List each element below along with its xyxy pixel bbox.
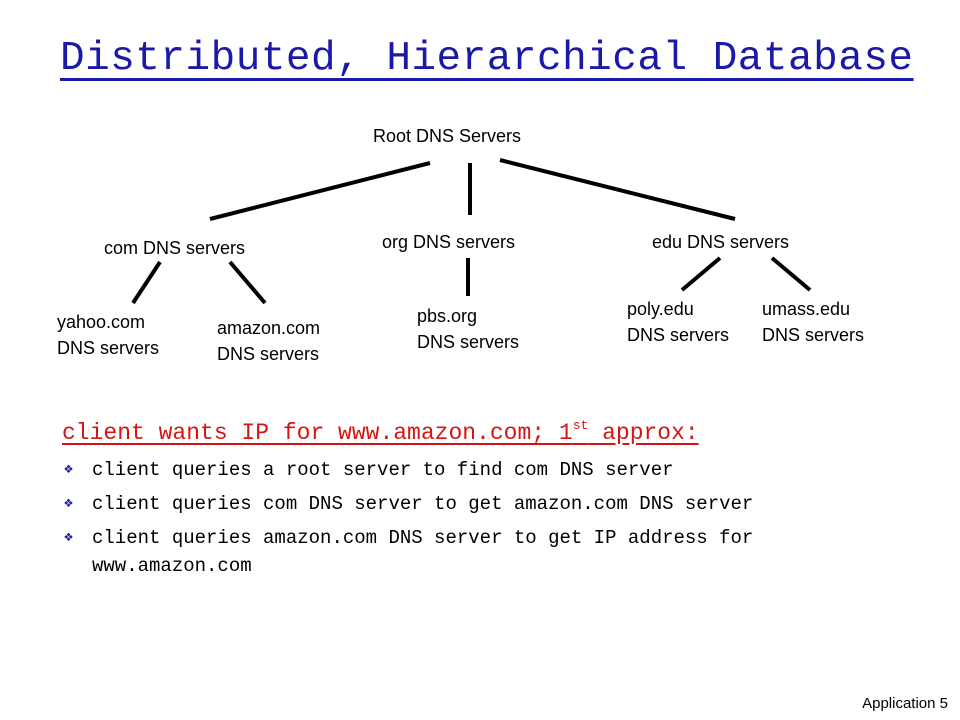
page-number: 5 xyxy=(939,695,948,712)
umass-domain-label: umass.edu xyxy=(762,299,851,319)
org-dns-servers-label: org DNS servers xyxy=(382,232,516,252)
diamond-bullet-icon: ❖ xyxy=(64,461,74,478)
bullet-text: client queries amazon.com DNS server to … xyxy=(92,527,754,577)
slide-title: Distributed, Hierarchical Database xyxy=(60,36,914,82)
poly-servers-label: DNS servers xyxy=(627,325,730,345)
amazon-domain-label: amazon.com xyxy=(217,318,321,338)
com-dns-servers-label: com DNS servers xyxy=(104,238,246,258)
edge-com-yahoo xyxy=(131,260,162,305)
yahoo-dns-servers-node: yahoo.com DNS servers xyxy=(57,309,159,361)
yahoo-domain-label: yahoo.com xyxy=(57,312,146,332)
edu-dns-servers-label: edu DNS servers xyxy=(652,232,790,252)
root-dns-servers-label: Root DNS Servers xyxy=(373,126,522,146)
footer-section: Application xyxy=(862,695,936,712)
query-steps-list: ❖ client queries a root server to find c… xyxy=(62,456,922,586)
poly-domain-label: poly.edu xyxy=(627,299,694,319)
example-heading: client wants IP for www.amazon.com; 1st … xyxy=(62,418,699,446)
example-heading-tail: approx: xyxy=(588,420,699,446)
edge-edu-umass xyxy=(770,256,812,292)
umass-dns-servers-node: umass.edu DNS servers xyxy=(762,296,864,348)
pbs-domain-label: pbs.org xyxy=(417,306,478,326)
pbs-dns-servers-node: pbs.org DNS servers xyxy=(417,303,519,355)
yahoo-servers-label: DNS servers xyxy=(57,338,160,358)
edge-root-com xyxy=(209,161,431,221)
umass-servers-label: DNS servers xyxy=(762,325,865,345)
list-item: ❖ client queries com DNS server to get a… xyxy=(62,490,922,518)
bullet-text: client queries a root server to find com… xyxy=(92,459,674,481)
list-item: ❖ client queries a root server to find c… xyxy=(62,456,922,484)
edge-com-amazon xyxy=(228,260,267,305)
amazon-dns-servers-node: amazon.com DNS servers xyxy=(217,315,320,367)
slide-footer: Application 5 xyxy=(862,695,948,712)
edge-root-edu xyxy=(499,158,736,221)
pbs-servers-label: DNS servers xyxy=(417,332,520,352)
hierarchy-connector-lines xyxy=(131,158,812,305)
bullet-text: client queries com DNS server to get ama… xyxy=(92,493,754,515)
example-heading-text: client wants IP for www.amazon.com; 1 xyxy=(62,420,573,446)
poly-dns-servers-node: poly.edu DNS servers xyxy=(627,296,729,348)
list-item: ❖ client queries amazon.com DNS server t… xyxy=(62,524,922,580)
amazon-servers-label: DNS servers xyxy=(217,344,320,364)
example-heading-superscript: st xyxy=(572,418,589,433)
edge-edu-poly xyxy=(680,256,722,292)
diamond-bullet-icon: ❖ xyxy=(64,495,74,512)
diamond-bullet-icon: ❖ xyxy=(64,529,74,546)
